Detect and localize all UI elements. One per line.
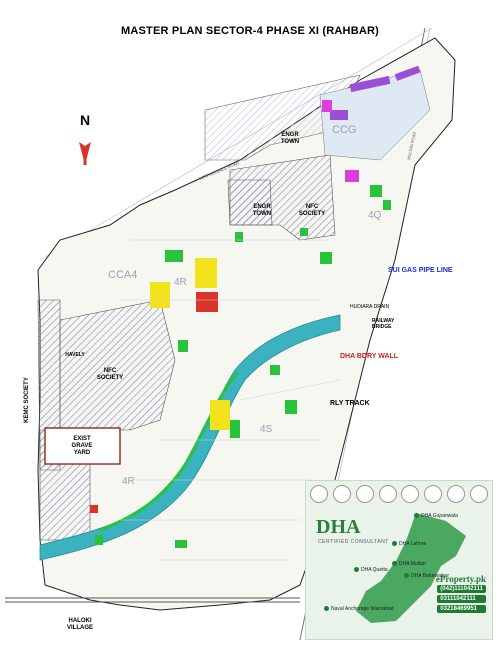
- certified-consultant-text: CERTIFIED CONSULTANT: [318, 539, 389, 545]
- kemc-society-label: KEMC SOCIETY: [24, 377, 30, 423]
- pin-lahore: DHA Lahore: [392, 541, 426, 547]
- page-title: MASTER PLAN SECTOR-4 PHASE XI (RAHBAR): [121, 25, 379, 37]
- partner-logo-icon: [355, 485, 374, 503]
- havely-label: HAVELY: [65, 352, 85, 358]
- pin-naval-anchorage: Naval Anchorage Islamabad: [324, 606, 394, 612]
- partner-logos: [310, 485, 488, 509]
- phone-number[interactable]: 03218469951: [437, 605, 486, 613]
- pin-quetta: DHA Quetta: [354, 567, 388, 573]
- partner-logo-icon: [469, 485, 488, 503]
- rly-track-label: RLY TRACK: [330, 400, 370, 407]
- partner-logo-icon: [332, 485, 351, 503]
- dha-advertisement: DHA CERTIFIED CONSULTANT DHA Gujranwala …: [305, 480, 493, 640]
- ccg-label: CCG: [332, 124, 356, 136]
- contact-numbers: (042)111042111 03111042111 03218469951: [437, 585, 486, 615]
- pin-bahawalpur: DHA Bahawalpur: [404, 573, 449, 579]
- partner-logo-icon: [378, 485, 397, 503]
- multan-road-label: MULTAN ROAD: [406, 131, 417, 160]
- land-use-blocks: [90, 228, 332, 548]
- sector-4r-label-1: 4R: [174, 277, 187, 288]
- pin-gujranwala: DHA Gujranwala: [414, 513, 458, 519]
- dha-bdry-label: DHA BDRY WALL: [340, 353, 399, 360]
- sui-gas-label: SUI GAS PIPE LINE: [388, 267, 453, 274]
- nfc-society-west: [59, 299, 176, 431]
- railway-track: [5, 597, 300, 603]
- hudiara-drain-label: HUDIARA DRAIN: [350, 304, 390, 310]
- partner-logo-icon: [401, 485, 420, 503]
- north-label: N: [80, 112, 90, 128]
- north-arrow: [79, 142, 91, 165]
- partner-logo-icon: [424, 485, 443, 503]
- phone-number[interactable]: 03111042111: [437, 595, 486, 603]
- ccg-zone: [319, 65, 431, 210]
- pakistan-map-icon: [356, 513, 466, 623]
- cca4-label: CCA4: [108, 269, 137, 281]
- canal-green-belt: [99, 371, 240, 532]
- phone-number[interactable]: (042)111042111: [437, 585, 486, 593]
- sector-4q-label: 4Q: [368, 210, 382, 221]
- partner-logo-icon: [447, 485, 466, 503]
- partner-logo-icon: [310, 485, 328, 503]
- engr-town-south: [227, 179, 273, 226]
- grave-yard: [44, 427, 121, 465]
- dha-logo: DHA: [316, 516, 361, 538]
- eproperty-url[interactable]: eProperty.pk: [435, 574, 486, 584]
- street-grid: [120, 239, 341, 561]
- sector-4s-label: 4S: [260, 424, 273, 435]
- pin-multan: DHA Multan: [392, 561, 426, 567]
- sector-4r-label-2: 4R: [122, 476, 135, 487]
